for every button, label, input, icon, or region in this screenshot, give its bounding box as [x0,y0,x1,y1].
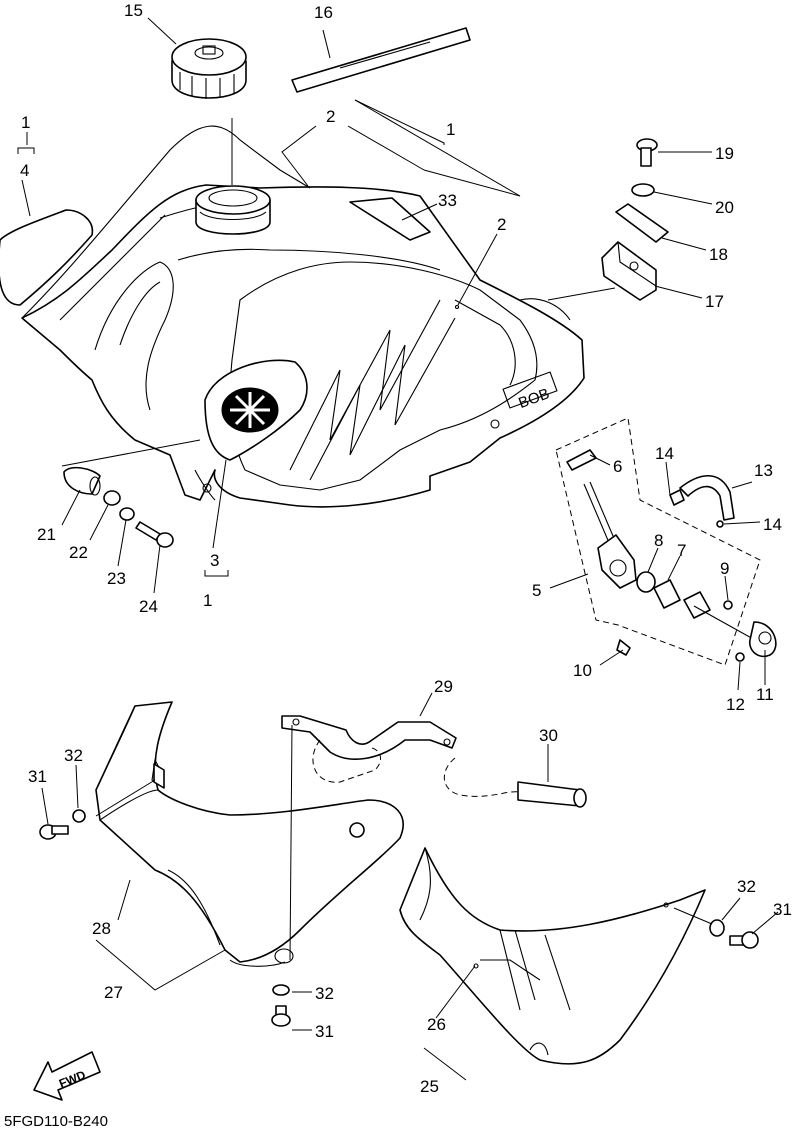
callout-14: 14 [655,444,674,463]
callout-6: 6 [613,457,622,476]
callout-14: 14 [763,515,782,534]
callout-11: 11 [756,685,774,704]
callout-32: 32 [315,984,334,1003]
bolt-19[interactable] [636,138,658,167]
hose-30[interactable] [517,781,587,808]
callout-15: 15 [124,1,143,20]
filler-neck [195,185,271,235]
callout-1: 1 [446,120,455,139]
callout-31: 31 [315,1022,334,1041]
fuel-tank[interactable]: BOB [21,125,585,508]
air-scoop-right[interactable] [399,847,706,1065]
callout-1: 1 [203,591,212,610]
callout-24: 24 [139,597,158,616]
callout-28: 28 [92,919,111,938]
callout-17: 17 [705,292,724,311]
callout-23: 23 [107,569,126,588]
callout-31: 31 [28,767,47,786]
tank-top-emblem[interactable] [349,197,431,241]
callout-1: 1 [21,113,30,132]
callout-2: 2 [326,107,335,126]
callout-8: 8 [654,531,663,550]
callout-31: 31 [773,900,792,919]
callout-33: 33 [438,191,457,210]
callout-27: 27 [104,983,123,1002]
washer-20[interactable] [631,183,655,197]
collar-22[interactable] [103,490,121,506]
washer-32-bottom[interactable] [272,984,290,996]
drawing-code: 5FGD110-B240 [4,1113,108,1129]
fuel-hose-13[interactable] [679,475,735,521]
petcock-box [555,417,761,666]
bracket-29-phantom [312,739,382,783]
callout-25: 25 [420,1077,439,1096]
washer-32-left[interactable] [72,809,86,823]
callout-7: 7 [677,541,686,560]
screw-31-left[interactable] [39,824,69,840]
callout-12: 12 [726,695,745,714]
damper-17[interactable] [601,241,657,301]
fuel-cap[interactable] [171,38,247,99]
petcock[interactable] [566,449,777,662]
callout-2: 2 [497,215,506,234]
bracket-29[interactable] [281,715,457,760]
callout-26: 26 [427,1015,446,1034]
washer-23[interactable] [119,507,135,521]
side-pad[interactable] [0,209,94,306]
callout-22: 22 [69,543,88,562]
callout-32: 32 [64,746,83,765]
callout-18: 18 [709,245,728,264]
callout-32: 32 [737,877,756,896]
callout-30: 30 [539,726,558,745]
fwd-arrow: FWD [33,1051,101,1101]
washer-32-right[interactable] [709,919,725,937]
bolt-24[interactable] [135,521,174,548]
callout-20: 20 [715,198,734,217]
callouts: 15 16 2 1 1 4 33 2 19 20 18 17 6 14 13 1… [20,1,792,1096]
air-scoop-left[interactable] [95,701,404,967]
callout-29: 29 [434,677,453,696]
callout-4: 4 [20,161,29,180]
screw-31-right[interactable] [729,931,759,949]
damper-21[interactable] [63,466,101,496]
callout-5: 5 [532,581,541,600]
hose-path-phantom [443,757,521,797]
callout-13: 13 [754,461,773,480]
screw-31-bottom[interactable] [271,1005,291,1027]
breather-hose[interactable] [291,27,471,93]
callout-9: 9 [720,559,729,578]
clip-14[interactable] [716,520,724,528]
callout-3: 3 [210,551,219,570]
callout-10: 10 [573,661,592,680]
callout-16: 16 [314,3,333,22]
leader-lines [17,17,779,1081]
callout-21: 21 [37,525,56,544]
callout-19: 19 [715,144,734,163]
plate-18[interactable] [615,203,669,243]
